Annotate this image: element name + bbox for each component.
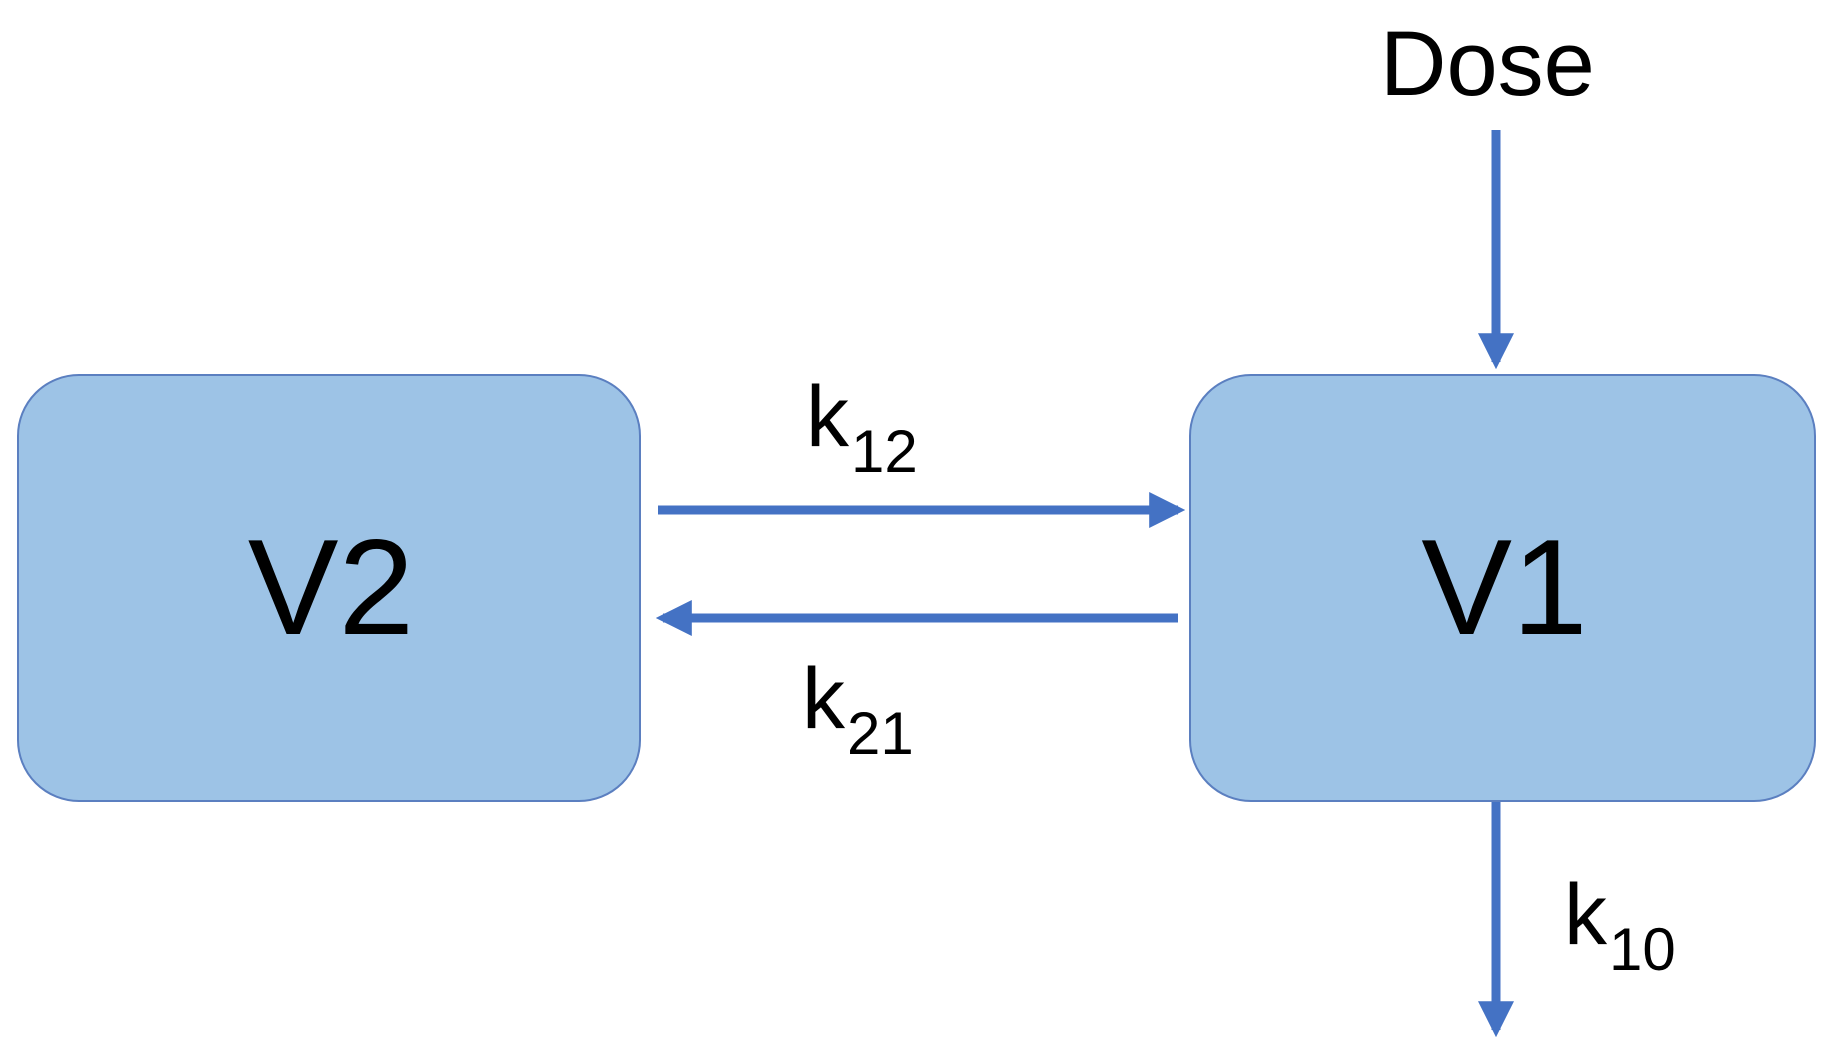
k21-symbol: k: [802, 651, 845, 747]
k12-label: k12: [806, 374, 918, 482]
v1-label: V1: [1421, 511, 1588, 663]
v2-label: V2: [247, 511, 415, 663]
k10-label: k10: [1564, 872, 1676, 980]
k12-symbol: k: [806, 369, 849, 465]
v2-compartment: V2: [17, 374, 641, 802]
v1-compartment: V1: [1189, 374, 1816, 802]
k21-label: k21: [802, 656, 914, 764]
k12-subscript: 12: [851, 418, 918, 485]
k21-subscript: 21: [847, 700, 914, 767]
k10-subscript: 10: [1609, 916, 1676, 983]
dose-label: Dose: [1380, 13, 1595, 115]
k10-symbol: k: [1564, 867, 1607, 963]
